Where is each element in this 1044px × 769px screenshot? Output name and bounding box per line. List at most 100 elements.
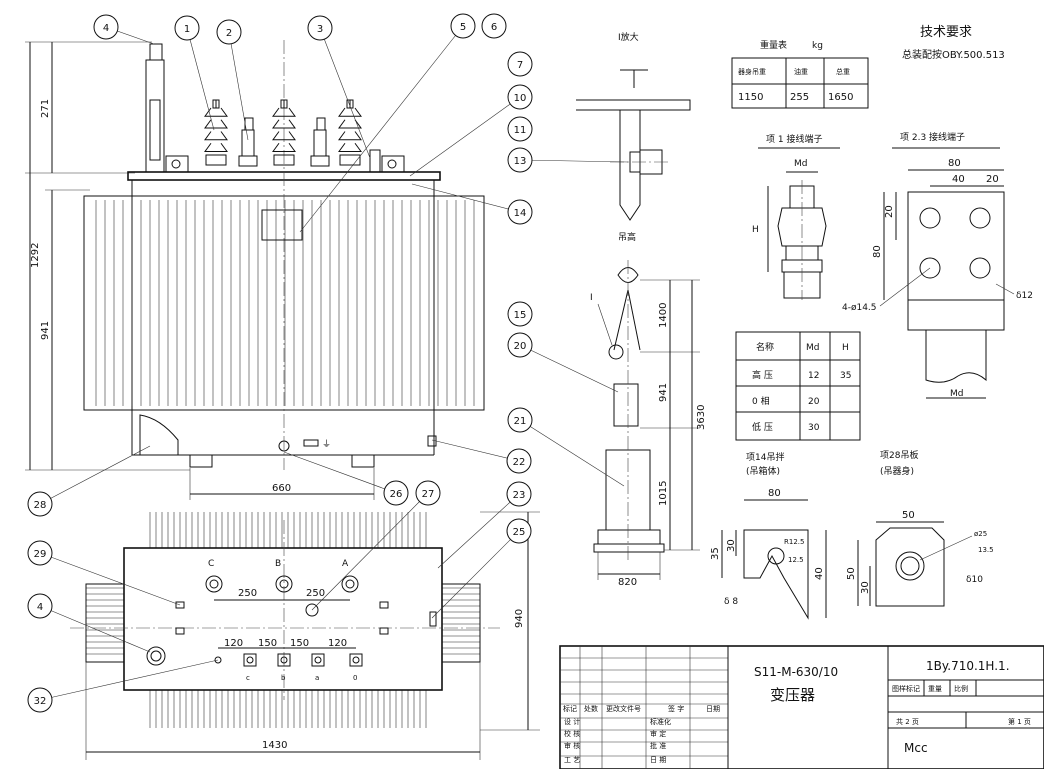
weight-table-title: 重量表 [760,39,787,51]
requirements-ref: 总装配按OBY.500.513 [902,48,1005,61]
leader-bubble: 6 [481,13,507,39]
leader-bubble: 20 [507,332,619,393]
rev-header-2: 处数 [584,704,598,713]
leader-bubble: 5 [299,13,476,233]
terminal-1-md: Md [794,159,807,169]
terminal-23-h20: 20 [884,205,895,218]
item14-title: 项14吊拌 [746,451,784,463]
bubble-label: 15 [514,310,527,321]
dim-lv-1: 120 [224,638,243,649]
terminal-23-w40: 40 [952,174,965,185]
bubble-label: 26 [390,489,403,500]
leader-bubble: 29 [27,540,181,606]
item28-w50: 50 [902,510,915,521]
left-label-2: 校 核 [564,729,580,738]
weight-table-unit: kg [812,41,823,51]
weight-value-1: 1150 [738,92,763,103]
weight-value-2: 255 [790,92,809,103]
item28-title: 项28吊板 [880,449,918,461]
title-name: 变压器 [770,686,815,704]
dim-lv-2: 150 [258,638,277,649]
requirements: 技术要求 总装配按OBY.500.513 [902,25,1005,61]
item14-r: R12.5 [784,538,804,546]
lifting-title: 吊高 [618,231,636,243]
spec-row2-md: 20 [808,397,820,407]
terminal-23-thk: δ12 [1016,291,1033,301]
spec-row3-name: 低 压 [752,421,773,433]
title-sheets: 共 2 页 [896,717,919,726]
phase-label-a: A [342,559,349,569]
terminal-23: 项 2.3 接线端子 80 40 20 80 20 4-ø14.5 δ12 Md [842,131,1033,399]
leader-bubble: 28 [27,445,151,517]
right-label-2: 审 定 [650,729,666,738]
leader-bubble: 4 [93,14,155,45]
leader-bubble: 32 [27,659,219,713]
bubble-label: 21 [514,416,527,427]
item28-thk: δ10 [966,575,983,585]
spec-header-h: H [842,343,849,353]
leader-bubble: 7 [507,51,533,77]
lv-label-b: b [281,674,286,682]
lifting-sketch: 吊高 I 1400 941 1015 3630 820 [590,231,707,588]
right-label-4: 日 期 [650,756,666,764]
dim-total-height: 1292 [30,243,41,268]
lifting-marker: I [590,293,593,303]
spec-row1-h: 35 [840,371,851,381]
weight-header-3: 总重 [836,67,850,76]
terminal-1: 项 1 接线端子 Md H [752,133,840,300]
terminal-1-title: 项 1 接线端子 [766,133,822,145]
leader-bubble: 22 [431,439,532,474]
rev-header-5: 日期 [706,705,720,713]
front-view: 1292 271 941 ⏚ 660 [25,40,485,500]
terminal-23-h80: 80 [872,245,883,258]
terminal-23-title: 项 2.3 接线端子 [900,131,965,143]
weight-header-2: 油重 [794,67,808,76]
bubble-label: 20 [514,341,527,352]
detail-i: I放大 [576,31,691,221]
terminal-23-w80: 80 [948,158,961,169]
leader-bubble: 23 [437,481,532,569]
weight-table: 重量表 kg 器身吊重 油重 总重 1150 255 1650 [731,39,869,109]
dim-lift-941: 941 [658,383,669,402]
dim-top-spacing-b: 250 [306,588,325,599]
leader-bubble: 15 [507,301,533,327]
bubble-label: 2 [226,28,232,39]
leader-bubble: 4 [27,593,151,653]
leader-bubble: 11 [507,116,533,142]
leader-bubble: 3 [307,15,371,159]
requirements-title: 技术要求 [920,25,972,40]
leader-bubble: 14 [411,183,533,225]
item14-w80: 80 [768,488,781,499]
bubble-label: 6 [491,22,497,33]
left-label-4: 工 艺 [564,756,580,764]
item-28-plate: 项28吊板 (吊器身) 50 ø25 13.5 50 30 δ10 [846,449,994,607]
bubble-label: 1 [184,24,190,35]
title-company: Mcc [904,741,928,755]
dim-length: 1430 [262,740,287,751]
spec-row3-md: 30 [808,423,820,433]
item14-r2: 12.5 [788,556,804,564]
phase-label-c: C [208,559,214,569]
lv-label-c: c [246,674,250,682]
item14-h35: 35 [710,547,721,560]
dim-lift-820: 820 [618,577,637,588]
bubble-label: 23 [513,490,526,501]
dim-lift-1015: 1015 [658,481,669,506]
terminal-1-h: H [752,225,759,235]
item14-subtitle: (吊箱体) [746,465,780,477]
bubble-label: 11 [514,125,527,136]
svg-text:⏚: ⏚ [322,439,331,450]
bubble-label: 7 [517,60,523,71]
bubble-label: 29 [34,549,47,560]
item28-dia: ø25 [974,530,987,538]
detail-i-title: I放大 [618,31,639,43]
bubble-label: 27 [422,489,435,500]
title-weight-label: 重量 [928,685,942,693]
bubble-label: 3 [317,24,323,35]
item-14-lug: 项14吊拌 (吊箱体) 80 R12.5 12.5 35 30 40 δ 8 [710,451,827,620]
bubble-label: 22 [513,457,526,468]
item14-h40: 40 [814,567,825,580]
spec-table: 名称 Md H 高 压 12 35 0 相 20 低 压 30 [735,331,861,441]
radiator-fins [95,200,475,406]
